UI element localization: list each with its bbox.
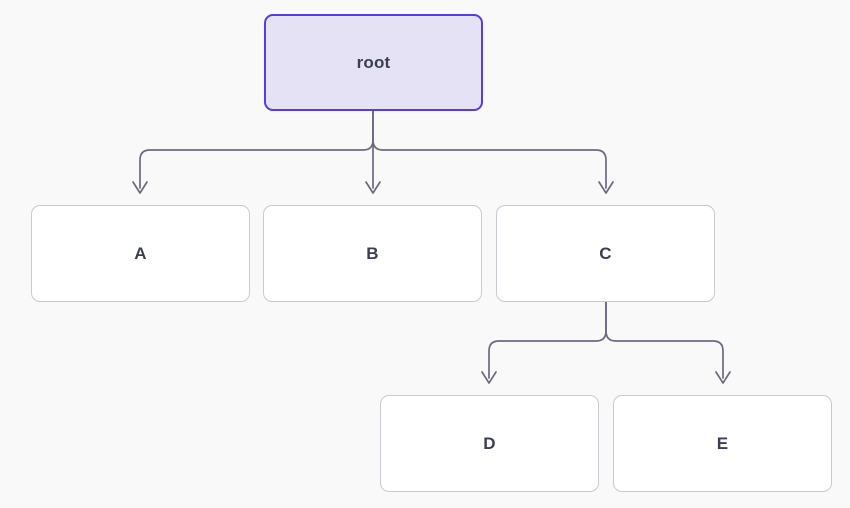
arrowhead-chevron-down-icon [365,181,381,194]
node-label: B [366,244,379,263]
node-label: C [599,244,612,263]
node-d[interactable]: D [380,395,599,492]
arrowhead-chevron-down-icon [132,181,148,194]
arrowhead-chevron-down-icon [715,371,731,384]
node-b[interactable]: B [263,205,482,302]
node-label: root [356,53,391,72]
edge-c-to-e [605,301,731,384]
node-label: E [716,434,729,453]
node-c[interactable]: C [496,205,715,302]
node-label: D [483,434,496,453]
arrowhead-chevron-down-icon [481,371,497,384]
edge-root-to-b [365,110,381,194]
node-label: A [134,244,147,263]
node-root[interactable]: root [264,14,483,111]
node-e[interactable]: E [613,395,832,492]
edge-root-to-a [132,110,374,194]
edge-root-to-c [372,110,614,194]
arrowhead-chevron-down-icon [598,181,614,194]
edge-c-to-d [481,301,607,384]
node-a[interactable]: A [31,205,250,302]
